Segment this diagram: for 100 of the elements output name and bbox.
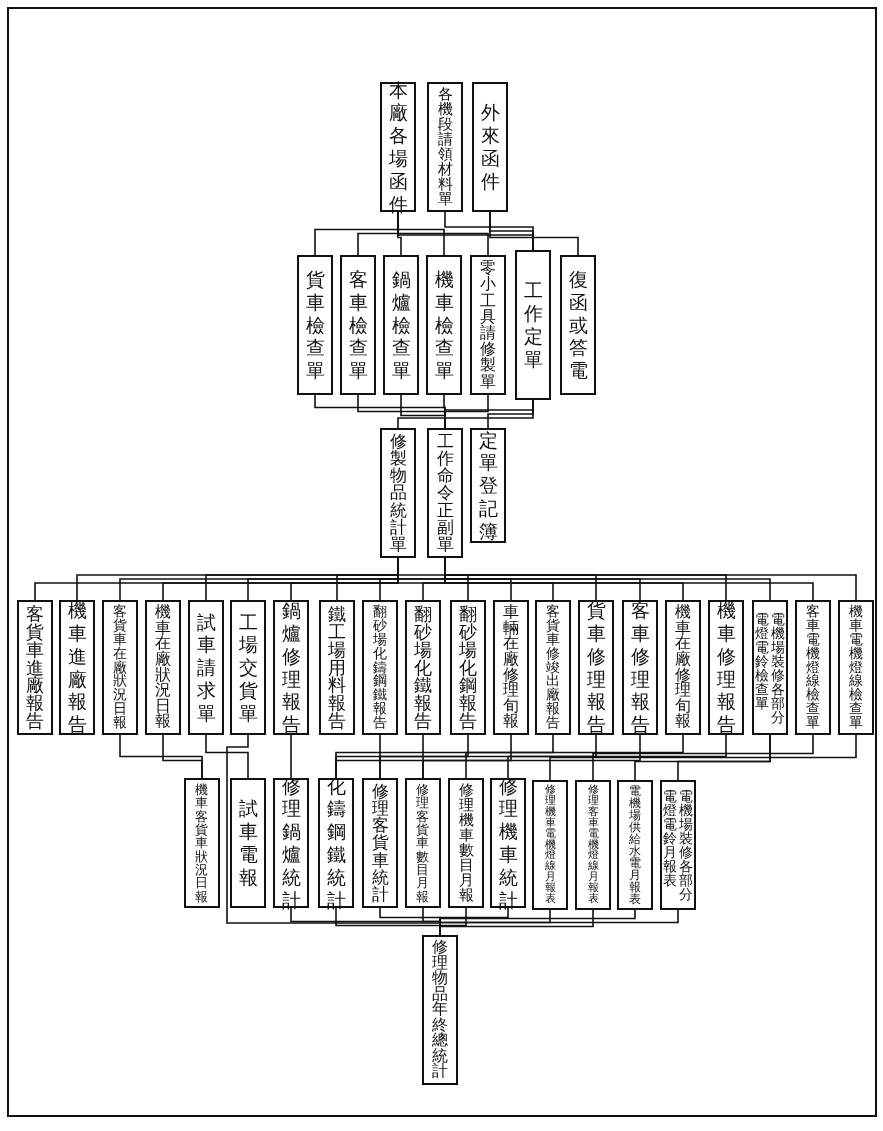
connector-line — [465, 734, 684, 779]
document-box — [752, 600, 788, 735]
box-label: 機車修理報告 — [716, 599, 736, 736]
document-box — [795, 600, 831, 735]
box-label: 客貨車進廠報告 — [26, 605, 44, 730]
document-box — [319, 600, 355, 735]
document-box — [380, 428, 416, 558]
document-box — [383, 255, 419, 395]
connector-line — [290, 734, 292, 779]
box-label: 工作命令正副單 — [436, 433, 454, 553]
box-label: 翻砂場化鐵報告 — [414, 605, 432, 730]
box-label: 電機場裝修各部分電燈電鈴月報表 — [662, 789, 694, 901]
document-box — [490, 778, 526, 908]
box-label: 電機場供給水電月報表 — [629, 785, 641, 905]
box-label: 修理物品年終總統計 — [432, 940, 448, 1080]
box-label: 修製物品統計單 — [389, 433, 407, 553]
document-box — [340, 255, 376, 395]
document-box — [622, 600, 658, 735]
box-label: 翻砂場化鋼報告 — [459, 605, 477, 730]
document-box — [532, 780, 568, 910]
box-label: 鍋爐修理報告 — [281, 599, 301, 736]
box-label: 工場交貨單 — [238, 610, 258, 725]
document-box — [230, 778, 266, 908]
box-label: 試車請求單 — [196, 610, 216, 725]
document-box — [708, 600, 744, 735]
document-box — [362, 600, 398, 735]
document-box — [102, 600, 138, 735]
connector-line — [592, 734, 814, 781]
document-box — [297, 255, 333, 395]
box-label: 鐵工場用料報告 — [328, 605, 346, 730]
document-box — [59, 600, 95, 735]
box-label: 復函或答電 — [568, 268, 588, 382]
box-label: 翻砂場化鑄鋼鐵報告 — [373, 605, 387, 730]
box-label: 修理客貨車統計 — [371, 783, 389, 903]
connector-line — [335, 734, 469, 779]
box-label: 定單登記簿 — [478, 428, 498, 543]
document-box — [838, 600, 874, 735]
document-box — [17, 600, 53, 735]
document-box — [427, 82, 463, 212]
document-box — [318, 778, 354, 908]
document-box — [515, 250, 551, 400]
connector-line — [507, 734, 727, 779]
box-label: 修理機車電機燈線月報表 — [544, 785, 556, 905]
box-label: 工作定單 — [523, 279, 543, 371]
box-label: 各機段請領材料單 — [437, 87, 453, 207]
box-label: 機車電機燈線檢查單 — [849, 605, 863, 730]
connector-line — [205, 734, 249, 779]
box-label: 修理客貨車數目月報 — [416, 783, 430, 903]
box-label: 電機場裝修各部分電燈電鈴檢查單 — [754, 611, 786, 724]
document-box — [493, 600, 529, 735]
document-box — [362, 778, 398, 908]
box-label: 客車檢查單 — [348, 268, 368, 382]
document-box — [535, 600, 571, 735]
connector-line — [422, 734, 641, 779]
document-box — [184, 778, 220, 908]
document-box — [230, 600, 266, 735]
document-box — [575, 780, 611, 910]
box-label: 車輛在廠修理旬報 — [503, 605, 519, 730]
document-box — [472, 82, 508, 212]
document-box — [273, 778, 309, 908]
document-box — [273, 600, 309, 735]
connector-line — [379, 734, 597, 779]
document-box — [665, 600, 701, 735]
document-box — [145, 600, 181, 735]
document-box — [470, 255, 506, 395]
box-label: 機車客貨車狀況日報 — [195, 783, 209, 903]
connector-line — [489, 211, 579, 256]
document-box — [450, 600, 486, 735]
box-label: 貨車修理報告 — [586, 599, 606, 736]
connector-line — [634, 734, 771, 781]
box-label: 貨車檢查單 — [305, 268, 325, 382]
box-label: 機車檢查單 — [434, 268, 454, 382]
connector-line — [162, 734, 203, 779]
document-box — [426, 255, 462, 395]
document-box — [470, 428, 506, 543]
document-box — [578, 600, 614, 735]
box-label: 零小工具請修製單 — [479, 260, 497, 390]
document-box — [560, 255, 596, 395]
connector-line — [487, 399, 534, 429]
box-label: 機車進廠報告 — [67, 599, 87, 736]
document-box — [422, 935, 458, 1085]
document-box — [448, 778, 484, 908]
box-label: 修理機車數目月報 — [458, 783, 474, 903]
box-label: 機車在廠狀況日報 — [155, 605, 171, 730]
box-label: 機車在廠修理旬報 — [675, 605, 691, 730]
document-box — [617, 780, 653, 910]
box-label: 客貨車在廠狀況日報 — [113, 605, 127, 730]
connector-line — [549, 734, 857, 781]
box-label: 試車電報 — [238, 797, 258, 889]
box-label: 客車電機燈線檢查單 — [806, 605, 820, 730]
document-box — [660, 780, 696, 910]
document-box — [427, 428, 463, 558]
document-box — [405, 600, 441, 735]
box-label: 修理客車電機燈線月報表 — [587, 785, 599, 905]
box-label: 外來函件 — [480, 101, 500, 193]
document-box — [380, 82, 416, 212]
document-box — [405, 778, 441, 908]
box-label: 客車修理報告 — [630, 599, 650, 736]
box-label: 鍋爐檢查單 — [391, 268, 411, 382]
box-label: 客貨車修竣出廠報告 — [546, 605, 560, 730]
